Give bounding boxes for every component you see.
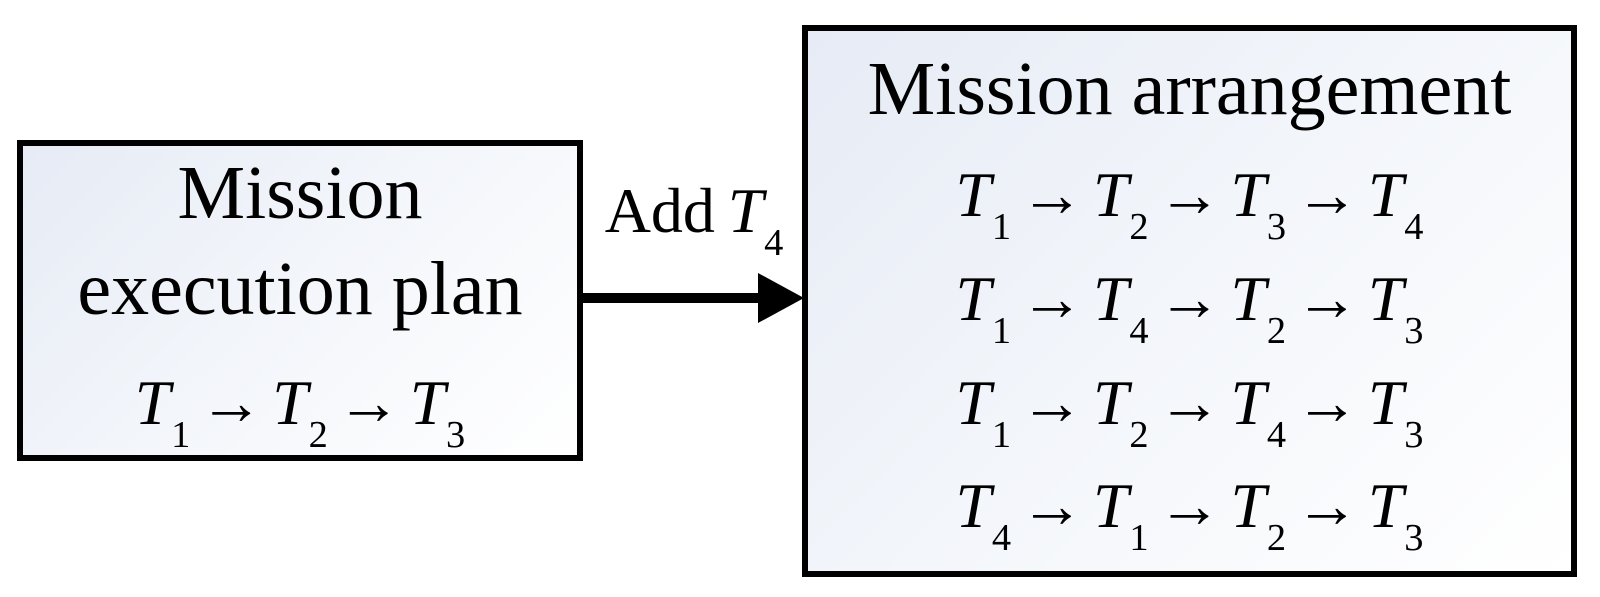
mission-arrangement-box: Mission arrangement T1→T2→T3→T4 T1→T4→T2… bbox=[802, 25, 1577, 577]
left-box-title: Mission execution plan bbox=[77, 146, 522, 338]
task-label: T4 bbox=[955, 470, 1012, 560]
arrow-label-task: T4 bbox=[727, 175, 784, 264]
sequence-arrow-icon: → bbox=[1294, 470, 1359, 542]
task-label: T1 bbox=[134, 367, 191, 457]
task-label: T1 bbox=[955, 366, 1012, 456]
task-label: T1 bbox=[1092, 470, 1149, 560]
sequence-arrow-icon: → bbox=[199, 367, 264, 439]
sequence-arrow-icon: → bbox=[1157, 262, 1222, 334]
left-box-title-line2: execution plan bbox=[77, 246, 523, 331]
task-label: T2 bbox=[1092, 366, 1149, 456]
task-label: T1 bbox=[955, 159, 1012, 249]
sequence-arrow-icon: → bbox=[1157, 366, 1222, 438]
sequence-arrow-icon: → bbox=[1020, 262, 1085, 334]
arrangement-row-3: T1→T2→T4→T3 bbox=[956, 351, 1424, 455]
mission-execution-plan-box: Mission execution plan T1→T2→T3 bbox=[17, 140, 583, 461]
task-label: T2 bbox=[1230, 262, 1287, 352]
sequence-arrow-icon: → bbox=[1294, 159, 1359, 231]
task-label: T3 bbox=[1230, 159, 1287, 249]
left-box-title-line1: Mission bbox=[177, 150, 423, 235]
arrangement-row-2: T1→T4→T2→T3 bbox=[956, 247, 1424, 351]
task-label: T2 bbox=[1092, 159, 1149, 249]
task-label: T3 bbox=[1367, 470, 1424, 560]
task-label: T3 bbox=[1367, 366, 1424, 456]
arrow-label-action: Add bbox=[604, 175, 715, 246]
sequence-arrow-icon: → bbox=[1294, 262, 1359, 334]
task-label: T4 bbox=[727, 175, 784, 264]
task-label: T3 bbox=[409, 367, 466, 457]
sequence-arrow-icon: → bbox=[1020, 470, 1085, 542]
task-label: T3 bbox=[1367, 262, 1424, 352]
sequence-arrow-icon: → bbox=[1157, 470, 1222, 542]
add-task-arrow-head-icon bbox=[758, 273, 804, 323]
right-box-title: Mission arrangement bbox=[867, 47, 1512, 132]
task-label: T2 bbox=[1230, 470, 1287, 560]
sequence-arrow-icon: → bbox=[1020, 366, 1085, 438]
task-label: T1 bbox=[955, 262, 1012, 352]
task-label: T4 bbox=[1367, 159, 1424, 249]
sequence-arrow-icon: → bbox=[1294, 366, 1359, 438]
task-label: T4 bbox=[1092, 262, 1149, 352]
arrangement-row-1: T1→T2→T3→T4 bbox=[956, 143, 1424, 247]
sequence-arrow-icon: → bbox=[1157, 159, 1222, 231]
sequence-arrow-icon: → bbox=[336, 367, 401, 439]
add-task-arrow-line bbox=[577, 293, 762, 303]
arrangement-row-4: T4→T1→T2→T3 bbox=[956, 454, 1424, 558]
left-box-sequence: T1→T2→T3 bbox=[135, 351, 466, 455]
task-label: T4 bbox=[1230, 366, 1287, 456]
sequence-arrow-icon: → bbox=[1020, 159, 1085, 231]
task-label: T2 bbox=[272, 367, 328, 457]
